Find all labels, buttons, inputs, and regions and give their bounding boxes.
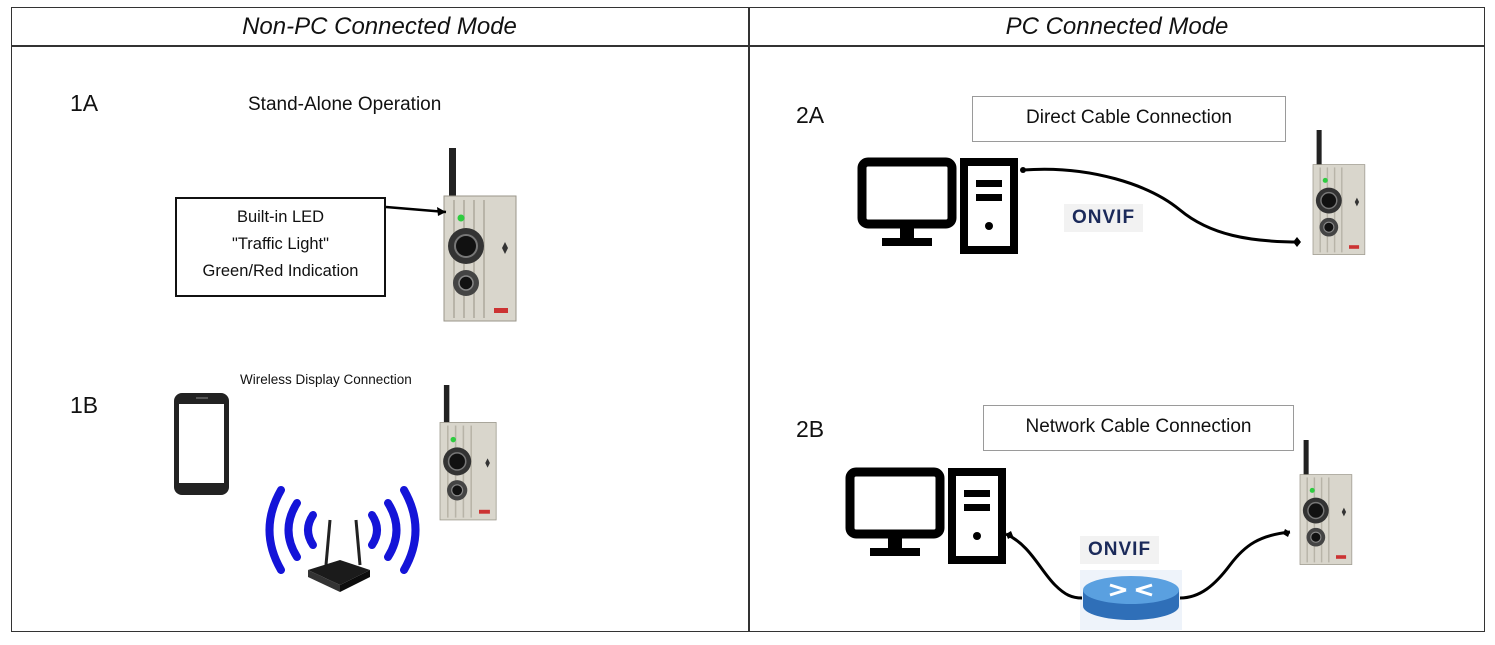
label-2a: 2A — [796, 102, 825, 128]
led-line-3: Green/Red Indication — [202, 262, 359, 280]
header-pc-mode: PC Connected Mode — [1005, 13, 1229, 40]
header-divider — [11, 45, 1485, 47]
wifi-router-icon — [265, 486, 420, 592]
onvif-logo: ONVIF — [1064, 204, 1144, 232]
camera-device-icon — [1299, 439, 1353, 566]
led-callout-box: Built-in LED "Traffic Light" Green/Red I… — [175, 197, 386, 297]
smartphone-icon — [174, 393, 229, 495]
led-line-1: Built-in LED — [236, 208, 325, 226]
label-1a: 1A — [70, 90, 99, 116]
network-cable-left — [1005, 532, 1083, 600]
title-wireless-display: Wireless Display Connection — [240, 372, 412, 387]
title-network-cable: Network Cable Connection — [983, 405, 1294, 451]
title-direct-cable: Direct Cable Connection — [972, 96, 1286, 142]
led-line-2: "Traffic Light" — [231, 235, 329, 253]
camera-device-icon — [443, 147, 517, 322]
header-non-pc-mode: Non-PC Connected Mode — [242, 13, 517, 40]
desktop-computer-icon — [862, 162, 1014, 250]
direct-cable — [1022, 167, 1301, 244]
network-router-icon — [1080, 570, 1182, 630]
camera-device-icon — [1312, 129, 1366, 256]
camera-device-icon — [439, 384, 497, 521]
desktop-computer-icon — [850, 472, 1002, 560]
network-cable-right — [1179, 530, 1291, 600]
label-1b: 1B — [70, 392, 99, 418]
column-divider — [748, 7, 750, 632]
led-arrow — [385, 205, 447, 214]
label-2b: 2B — [796, 416, 825, 442]
title-stand-alone: Stand-Alone Operation — [248, 94, 442, 115]
onvif-logo: ONVIF — [1080, 536, 1160, 564]
